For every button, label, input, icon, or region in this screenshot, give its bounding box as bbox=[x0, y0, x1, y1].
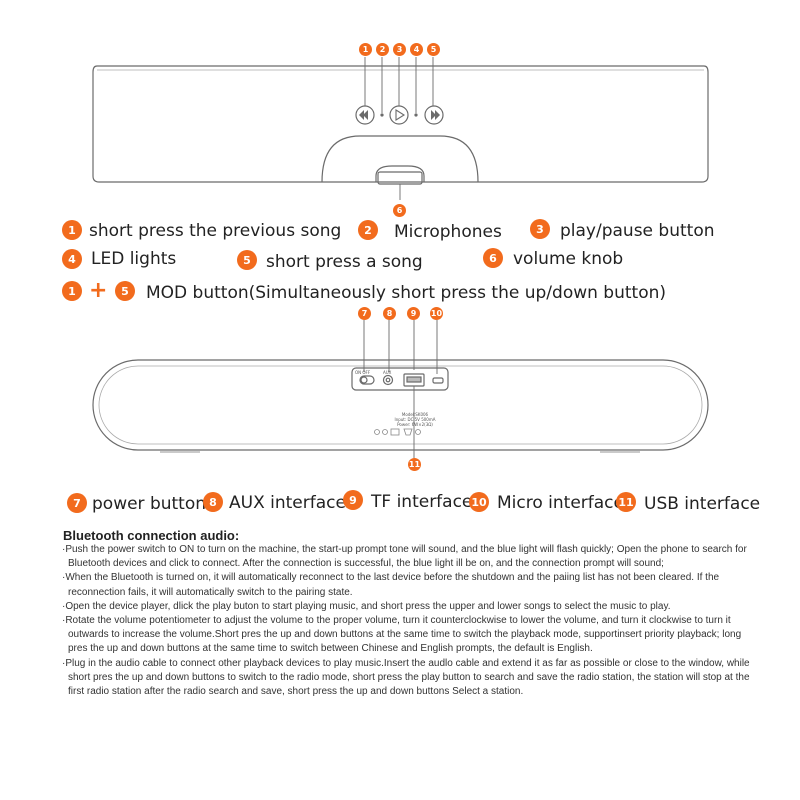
label-next-song: short press a song bbox=[266, 252, 423, 272]
legend-badge-6: 6 bbox=[483, 248, 503, 268]
callout-1: 1 bbox=[359, 43, 372, 56]
callout-7: 7 bbox=[358, 307, 371, 320]
bluetooth-title: Bluetooth connection audio: bbox=[63, 528, 240, 543]
bluetooth-instructions: ·Push the power switch to ON to turn on … bbox=[62, 543, 752, 699]
label-usb-interface: USB interface bbox=[644, 494, 761, 514]
legend-badge-3: 3 bbox=[530, 219, 550, 239]
speaker-top-view bbox=[92, 57, 709, 200]
legend-badge-1: 1 bbox=[62, 220, 82, 240]
label-aux-interface: AUX interface bbox=[229, 493, 346, 513]
aux-port-text: AUX bbox=[383, 370, 392, 375]
bluetooth-paragraph: ·Plug in the audio cable to connect othe… bbox=[62, 657, 750, 698]
legend-badge-4: 4 bbox=[62, 249, 82, 269]
bluetooth-paragraph: ·Open the device player, dlick the play … bbox=[62, 600, 671, 612]
model-line-3: Power: 6W×2(3Ω) bbox=[397, 422, 433, 427]
model-line-2: Input: DC 5V 500mA bbox=[394, 417, 436, 422]
legend-badge-2: 2 bbox=[358, 220, 378, 240]
legend-badge-9: 9 bbox=[343, 490, 363, 510]
callout-2: 2 bbox=[376, 43, 389, 56]
model-info: Model:SK006 Input: DC 5V 500mA Power: 6W… bbox=[380, 412, 450, 427]
label-power-button: power button bbox=[92, 494, 207, 514]
legend-badge-7: 7 bbox=[67, 493, 87, 513]
callout-5: 5 bbox=[427, 43, 440, 56]
callout-11: 11 bbox=[408, 458, 421, 471]
label-mod-button: MOD button(Simultaneously short press th… bbox=[146, 283, 667, 303]
power-switch-text: ON OFF bbox=[355, 370, 371, 375]
label-led-lights: LED lights bbox=[91, 249, 177, 269]
label-previous-song: short press the previous song bbox=[89, 221, 342, 241]
combo-badge-1: 1 bbox=[62, 281, 82, 301]
label-volume-knob: volume knob bbox=[513, 249, 624, 269]
callout-8: 8 bbox=[383, 307, 396, 320]
callout-3: 3 bbox=[393, 43, 406, 56]
legend-badge-8: 8 bbox=[203, 492, 223, 512]
legend-badge-11: 11 bbox=[616, 492, 636, 512]
bluetooth-paragraph: ·Rotate the volume potentiometer to adju… bbox=[62, 615, 742, 655]
speaker-back-view bbox=[92, 320, 709, 458]
label-micro-interface: Micro interface bbox=[497, 493, 624, 513]
callout-10: 10 bbox=[430, 307, 443, 320]
legend-badge-5: 5 bbox=[237, 250, 257, 270]
bluetooth-paragraph: ·Push the power switch to ON to turn on … bbox=[62, 544, 747, 570]
callout-9: 9 bbox=[407, 307, 420, 320]
label-microphones: Microphones bbox=[394, 222, 502, 242]
legend-badge-10: 10 bbox=[469, 492, 489, 512]
label-tf-interface: TF interface bbox=[371, 492, 473, 512]
combo-plus-sign: + bbox=[89, 278, 108, 303]
model-line-1: Model:SK006 bbox=[401, 412, 429, 417]
combo-badge-5: 5 bbox=[115, 281, 135, 301]
callout-6: 6 bbox=[393, 204, 406, 217]
bluetooth-paragraph: ·When the Bluetooth is turned on, it wil… bbox=[62, 572, 720, 598]
callout-4: 4 bbox=[410, 43, 423, 56]
label-play-pause: play/pause button bbox=[560, 221, 715, 241]
